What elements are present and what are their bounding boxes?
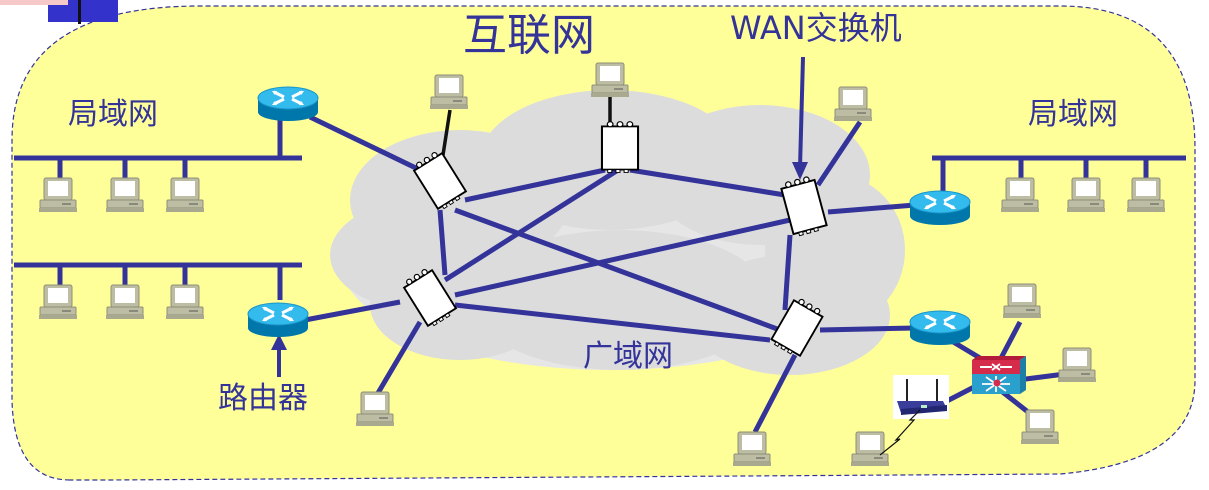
wan-switch-2 <box>600 120 640 174</box>
slide-decoration-line <box>78 0 81 24</box>
router-arrow <box>271 334 287 377</box>
pc-lan-right-2 <box>1066 177 1106 213</box>
router-1 <box>256 85 320 123</box>
wireless-link-icon <box>879 409 921 456</box>
pc-host-2 <box>590 62 630 98</box>
pc-wireless <box>850 431 890 467</box>
lan-right-label: 局域网 <box>1028 97 1118 132</box>
pc-lan-star-3 <box>1020 409 1060 445</box>
lan-left-label: 局域网 <box>68 97 158 132</box>
pc-lan-left-3 <box>165 177 205 213</box>
pc-lan-left-6 <box>165 284 205 320</box>
pc-host-4 <box>355 391 395 427</box>
pc-lan-left-1 <box>38 177 78 213</box>
pc-host-1 <box>429 74 469 110</box>
pc-host-5 <box>732 431 772 467</box>
wireless-router-icon <box>893 375 949 419</box>
pc-lan-left-2 <box>105 177 145 213</box>
internet-label: 互联网 <box>463 10 595 61</box>
lan-bus-left-bottom <box>14 262 302 300</box>
pc-lan-right-3 <box>1126 177 1166 213</box>
router-3 <box>908 189 972 227</box>
wan-label: 广域网 <box>583 339 673 374</box>
router-label: 路由器 <box>218 381 308 416</box>
wan-switch-arrow <box>792 56 808 180</box>
pc-lan-left-4 <box>38 284 78 320</box>
pc-lan-star-2 <box>1057 347 1097 383</box>
pc-lan-right-1 <box>1000 177 1040 213</box>
slide-decoration-gradient <box>0 0 68 5</box>
pc-lan-left-5 <box>105 284 145 320</box>
pc-lan-star-1 <box>1002 283 1042 319</box>
router-2 <box>246 301 310 339</box>
slide-decoration-bar <box>48 0 118 22</box>
router-4 <box>908 309 972 347</box>
pc-host-3 <box>833 86 873 122</box>
lan-bus-left-top <box>14 120 302 178</box>
lan-bus-right <box>932 155 1186 195</box>
layer3-switch-icon <box>972 356 1026 394</box>
wan-switch-label: WAN交换机 <box>730 9 902 47</box>
